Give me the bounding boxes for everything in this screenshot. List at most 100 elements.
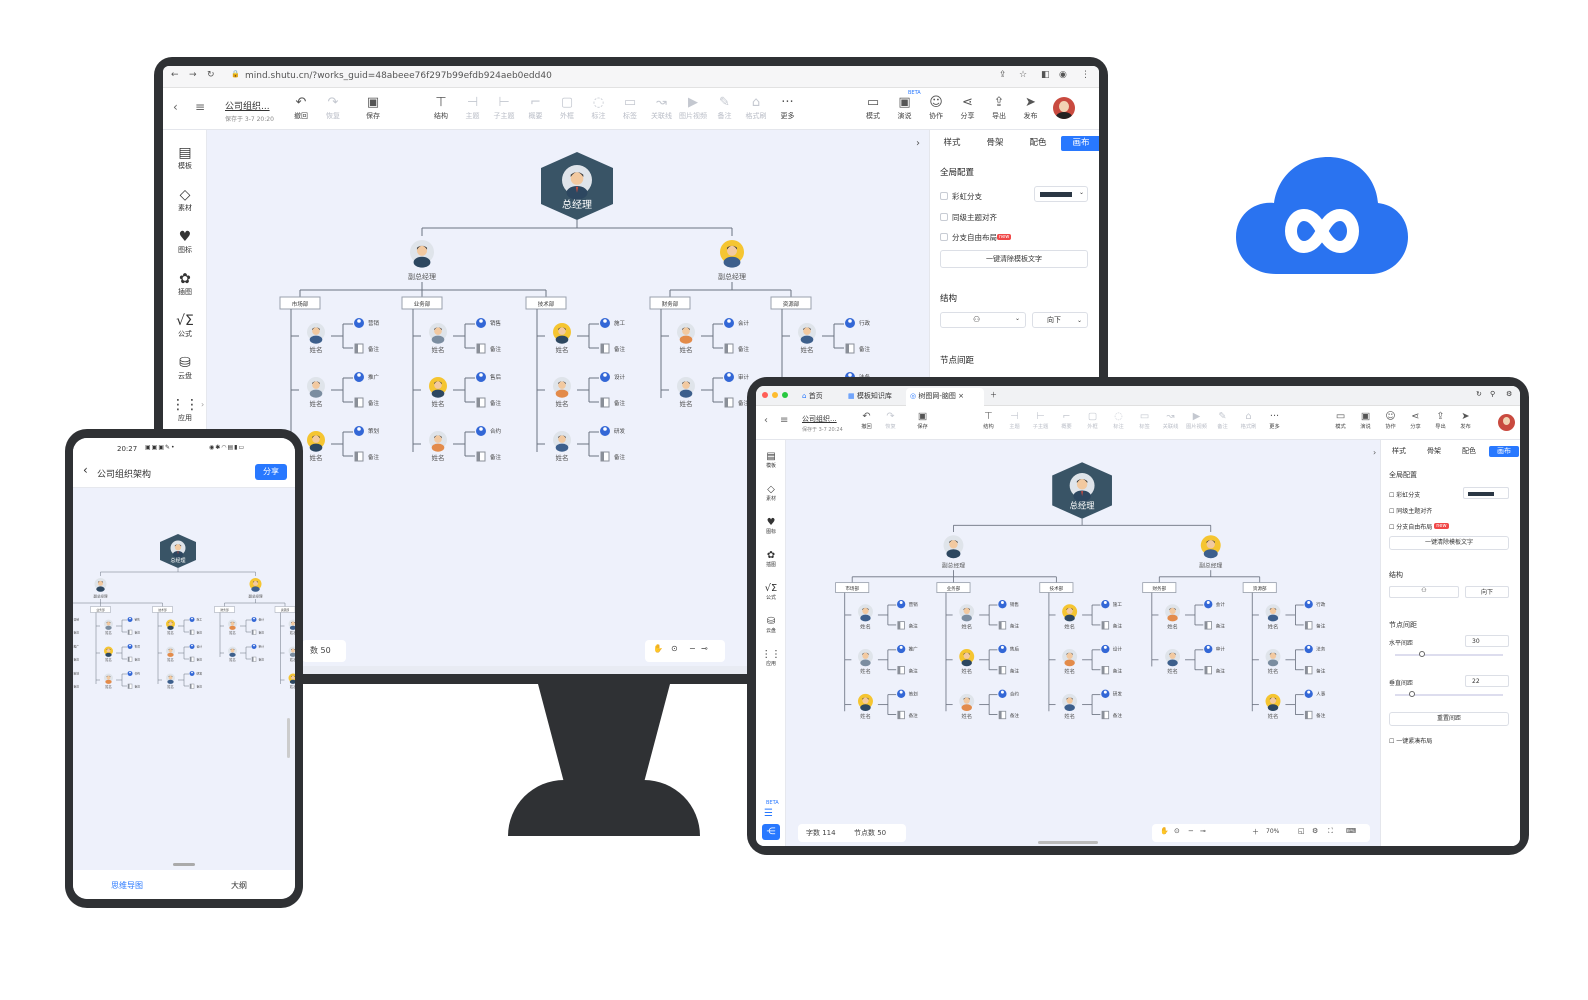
fullscreen-icon[interactable]: ⛶ <box>1328 827 1333 835</box>
v-spacing-input[interactable]: 22 <box>1465 675 1509 687</box>
tool-media[interactable]: ▶图片视频 <box>1186 410 1207 430</box>
clear-template-text-button[interactable]: 一键清除模板文字 <box>1389 536 1509 550</box>
tool-undo[interactable]: ↶撤回 <box>287 94 315 121</box>
zoom-out-icon[interactable]: − <box>689 644 696 653</box>
reset-spacing-button[interactable]: 重置间距 <box>1389 712 1509 726</box>
user-avatar[interactable] <box>1498 414 1515 431</box>
tool-frame[interactable]: ▢外框 <box>1082 410 1103 430</box>
tool-summary[interactable]: ⌐概要 <box>1056 410 1077 430</box>
back-chevron-icon[interactable]: ‹ <box>83 463 88 477</box>
tool-present[interactable]: ▣演说 <box>1355 410 1376 430</box>
panel-tab-3[interactable]: 画布 <box>1061 136 1099 151</box>
tool-tag[interactable]: ▭标签 <box>1134 410 1155 430</box>
tool-note[interactable]: ✎备注 <box>1212 410 1233 430</box>
sidebar-collapse-icon[interactable]: › <box>201 400 205 409</box>
tool-share[interactable]: ⋖分享 <box>1405 410 1426 430</box>
menu-kebab-icon[interactable]: ⋮ <box>1081 70 1090 80</box>
tab-templates[interactable]: ▦ 模板知识库 <box>848 392 892 400</box>
tool-relation-line[interactable]: ↝关联线 <box>1160 410 1181 430</box>
zoom-slider[interactable]: ⊸ <box>701 644 708 653</box>
panel-tab-1[interactable]: 骨架 <box>986 138 1004 148</box>
back-chevron-icon[interactable]: ‹ <box>764 415 768 426</box>
tool-subtopic[interactable]: ⊢子主题 <box>1030 410 1051 430</box>
sidebar-item-icon-library[interactable]: ♥图标 <box>756 516 786 535</box>
share-page-icon[interactable]: ⇪ <box>999 70 1007 80</box>
tool-save[interactable]: ▣保存 <box>912 410 933 430</box>
rainbow-branch-checkbox[interactable]: ☐ 彩虹分支 <box>1389 492 1421 499</box>
tool-redo[interactable]: ↷恢复 <box>880 410 901 430</box>
tool-mode[interactable]: ▭模式 <box>1330 410 1351 430</box>
sidebar-item-material[interactable]: ◇素材 <box>163 186 207 213</box>
align-siblings-checkbox[interactable]: 同级主题对齐 <box>940 212 997 223</box>
tool-topic[interactable]: ⊣主题 <box>459 94 487 121</box>
clear-template-text-button[interactable]: 一键清除模板文字 <box>940 250 1088 268</box>
tool-publish[interactable]: ➤发布 <box>1017 94 1045 121</box>
hand-tool-icon[interactable]: ✋ <box>653 644 663 653</box>
panel-tab-2[interactable]: 配色 <box>1462 447 1476 455</box>
sidebar-item-illustration[interactable]: ✿插图 <box>756 549 786 568</box>
tool-present[interactable]: ▣演说 <box>891 94 919 121</box>
back-chevron-icon[interactable]: ‹ <box>173 100 178 114</box>
profile-icon[interactable]: ◉ <box>1059 70 1067 80</box>
mindmap-canvas[interactable]: 总经理副总经理市场部姓名营销备注姓名推广备注姓名策划备注业务部姓名销售备注姓名售… <box>207 130 929 674</box>
tool-subtopic[interactable]: ⊢子主题 <box>490 94 518 121</box>
tool-tag[interactable]: ▭标签 <box>616 94 644 121</box>
settings-gear-icon[interactable]: ⚙ <box>1312 827 1319 835</box>
panel-tab-0[interactable]: 样式 <box>1392 447 1406 455</box>
rainbow-color-select[interactable] <box>1463 487 1509 499</box>
tool-format-brush[interactable]: ⌂格式刷 <box>1238 410 1259 430</box>
window-max-dot[interactable] <box>782 392 788 398</box>
tool-frame[interactable]: ▢外框 <box>553 94 581 121</box>
tool-save[interactable]: ▣保存 <box>359 94 387 121</box>
tool-export[interactable]: ⇪导出 <box>985 94 1013 121</box>
h-spacing-slider[interactable] <box>1395 651 1503 657</box>
sidebar-item-cloud-drive[interactable]: ⛁云盘 <box>163 354 207 381</box>
fit-icon[interactable]: ◱ <box>1298 827 1305 835</box>
v-spacing-slider[interactable] <box>1395 691 1503 697</box>
hand-tool-icon[interactable]: ✋ <box>1160 827 1169 835</box>
user-avatar[interactable] <box>1053 97 1075 119</box>
keyboard-icon[interactable]: ⌨ <box>1346 827 1357 835</box>
tool-media[interactable]: ▶图片视频 <box>679 94 707 121</box>
h-spacing-input[interactable]: 30 <box>1465 635 1509 647</box>
tool-export[interactable]: ⇪导出 <box>1430 410 1451 430</box>
panel-collapse-icon[interactable]: › <box>1373 448 1377 457</box>
panel-tab-0[interactable]: 样式 <box>943 138 961 148</box>
outline-icon[interactable]: ☰ <box>764 808 773 819</box>
back-arrow-icon[interactable]: ← <box>171 70 179 80</box>
tablet-canvas[interactable]: 总经理副总经理市场部姓名营销备注姓名推广备注姓名策划备注业务部姓名销售备注姓名售… <box>786 440 1380 846</box>
hamburger-icon[interactable]: ≡ <box>780 415 789 426</box>
new-tab-icon[interactable]: ＋ <box>990 391 997 399</box>
sidebar-item-apps[interactable]: ⋮⋮应用 <box>163 396 207 423</box>
window-close-dot[interactable] <box>762 392 768 398</box>
tool-format-brush[interactable]: ⌂格式刷 <box>742 94 770 121</box>
forward-arrow-icon[interactable]: → <box>189 70 197 80</box>
locate-icon[interactable]: ⊙ <box>1174 827 1180 835</box>
tab-outline[interactable]: 大纲 <box>231 881 247 890</box>
locate-icon[interactable]: ⊙ <box>671 644 678 653</box>
share-button[interactable]: 分享 <box>255 464 287 480</box>
tool-collab[interactable]: ☺协作 <box>922 94 950 121</box>
tool-collab[interactable]: ☺协作 <box>1380 410 1401 430</box>
pin-icon[interactable]: ⚲ <box>1490 390 1496 398</box>
panel-tab-3[interactable]: 画布 <box>1489 446 1519 457</box>
direction-select[interactable]: 向下⌄ <box>1032 312 1088 328</box>
bookmark-star-icon[interactable]: ☆ <box>1019 70 1028 80</box>
sidebar-item-material[interactable]: ◇素材 <box>756 483 786 502</box>
tool-mode[interactable]: ▭模式 <box>859 94 887 121</box>
rainbow-branch-checkbox[interactable]: 彩虹分支 <box>940 191 982 202</box>
panel-tab-2[interactable]: 配色 <box>1029 138 1047 148</box>
zoom-slider[interactable]: ⊸ <box>1200 827 1206 835</box>
tool-summary[interactable]: ⌐概要 <box>522 94 550 121</box>
panel-tab-1[interactable]: 骨架 <box>1427 447 1441 455</box>
tool-topic[interactable]: ⊣主题 <box>1004 410 1025 430</box>
doc-title[interactable]: 公司组织... <box>802 415 837 423</box>
hamburger-icon[interactable]: ≡ <box>195 100 206 114</box>
tab-home[interactable]: ⌂ 首页 <box>802 392 823 400</box>
zoom-out-icon[interactable]: − <box>1188 827 1194 835</box>
sidebar-item-template[interactable]: ▤模板 <box>163 144 207 171</box>
tool-publish[interactable]: ➤发布 <box>1455 410 1476 430</box>
